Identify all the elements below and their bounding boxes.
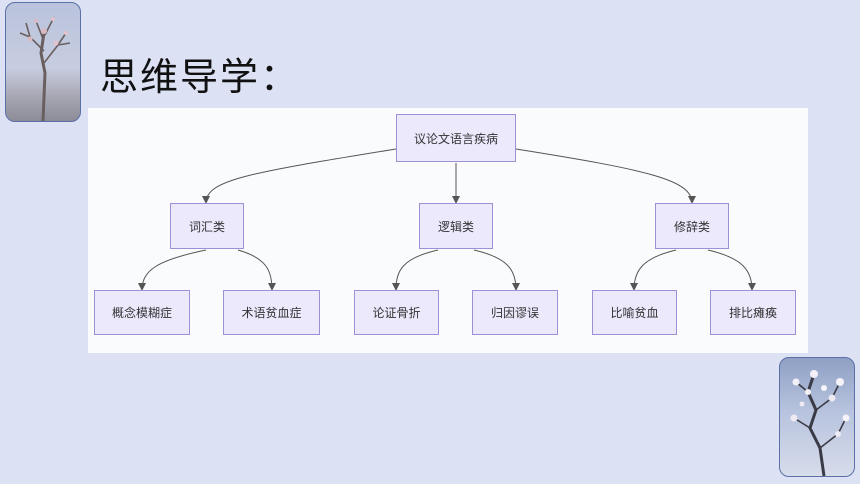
bare-tree-image	[5, 2, 81, 122]
edge-category-1-to-leaf-2	[237, 249, 276, 291]
edge-category-2-to-leaf-1	[392, 249, 439, 291]
plum-blossom-icon	[790, 370, 850, 476]
edge-category-3-to-leaf-2	[707, 249, 756, 291]
category-node-rhetoric: 修辞类	[655, 203, 729, 249]
category-node-logic: 逻辑类	[419, 203, 493, 249]
bare-tree-icon	[19, 16, 71, 121]
edge-category-3-to-leaf-1	[630, 249, 677, 291]
root-node: 议论文语言疾病	[396, 114, 516, 162]
edge-category-2-to-leaf-2	[473, 249, 520, 291]
edge-root-to-category-3	[515, 148, 696, 204]
leaf-node-attribution-fallacy: 归因谬误	[472, 290, 558, 335]
leaf-node-vague-concept: 概念模糊症	[94, 290, 190, 335]
leaf-node-argument-fracture: 论证骨折	[354, 290, 439, 335]
edge-root-to-category-1	[202, 148, 397, 204]
edge-category-1-to-leaf-1	[138, 249, 207, 291]
leaf-node-parallelism-paralysis: 排比瘫痪	[710, 290, 796, 335]
mind-map-diagram: 议论文语言疾病 词汇类 逻辑类 修辞类 概念模糊症 术语贫血症 论证骨折 归因谬…	[88, 108, 808, 353]
plum-blossom-image	[779, 357, 855, 477]
category-node-vocabulary: 词汇类	[170, 203, 244, 249]
leaf-node-metaphor-anemia: 比喻贫血	[592, 290, 677, 335]
diagram-edges	[138, 148, 756, 291]
leaf-node-term-anemia: 术语贫血症	[223, 290, 320, 335]
page-title: 思维导学：	[100, 55, 301, 99]
